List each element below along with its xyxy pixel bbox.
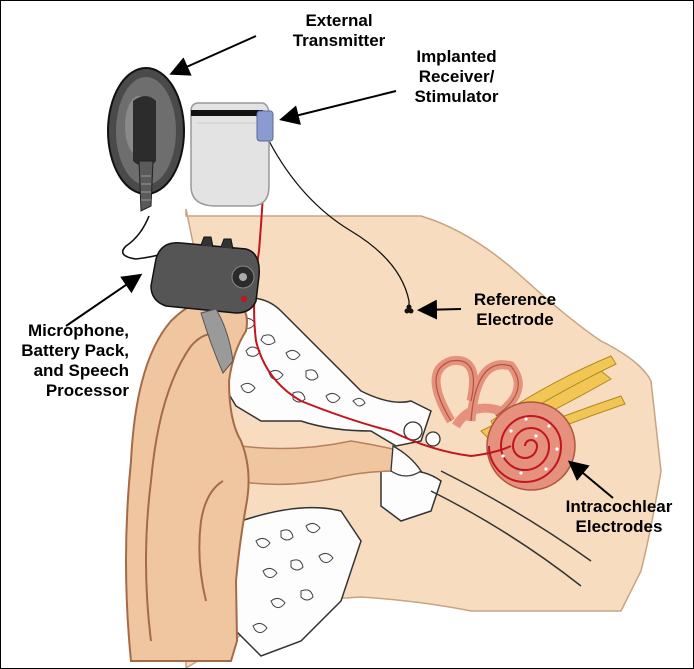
label-line: Electrode xyxy=(465,310,565,330)
label-line: Intracochlear xyxy=(561,497,677,517)
label-intracochlear-electrodes: Intracochlear Electrodes xyxy=(561,497,677,537)
implanted-receiver xyxy=(191,103,273,206)
label-line: Reference xyxy=(465,290,565,310)
label-external-transmitter: External Transmitter xyxy=(284,11,394,51)
label-line: External xyxy=(284,11,394,31)
label-line: Implanted xyxy=(399,47,514,67)
label-line: Transmitter xyxy=(284,31,394,51)
label-line: and Speech xyxy=(5,361,129,381)
cochlea xyxy=(487,402,575,490)
label-microphone-pack: Microphone, Battery Pack, and Speech Pro… xyxy=(5,321,129,401)
lower-bone xyxy=(229,508,361,656)
arrow-transmitter xyxy=(173,36,256,73)
label-implanted-receiver: Implanted Receiver/ Stimulator xyxy=(399,47,514,107)
label-line: Processor xyxy=(5,381,129,401)
label-line: Microphone, xyxy=(5,321,129,341)
label-line: Receiver/ xyxy=(399,67,514,87)
arrow-processor xyxy=(66,276,139,326)
label-line: Battery Pack, xyxy=(5,341,129,361)
label-line: Electrodes xyxy=(561,517,677,537)
arrow-reference xyxy=(421,309,461,310)
label-reference-electrode: Reference Electrode xyxy=(465,290,565,330)
arrow-receiver xyxy=(283,91,396,119)
external-transmitter xyxy=(108,68,184,211)
label-line: Stimulator xyxy=(399,87,514,107)
